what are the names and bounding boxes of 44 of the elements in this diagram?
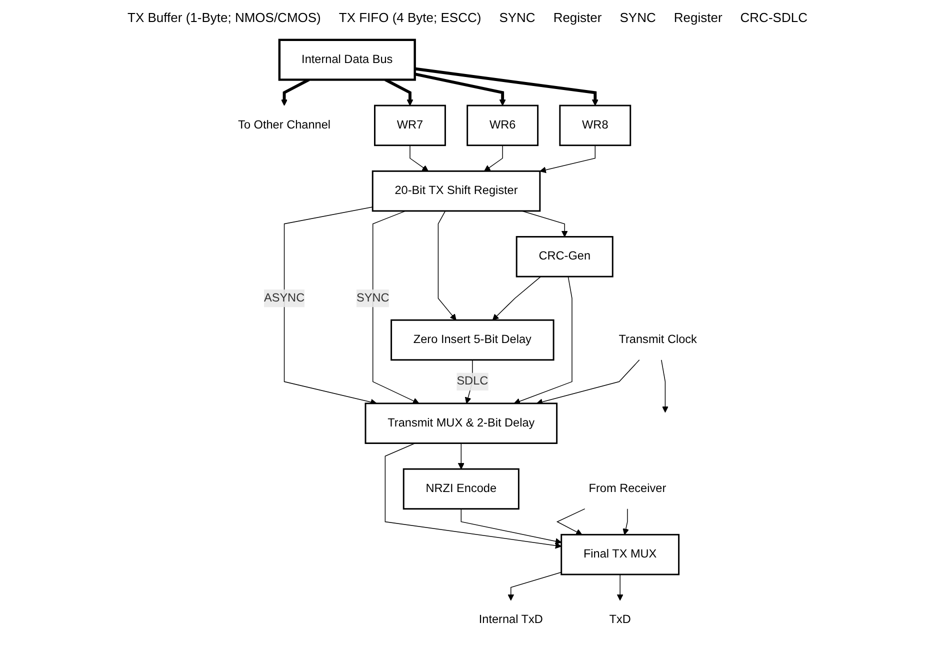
arrow — [616, 574, 624, 601]
note-label: SYNC — [620, 10, 656, 24]
arrow — [492, 276, 542, 320]
block-diagram: Internal Data Bus To Other Channel WR7 WR6 WR8 20-Bit TX Shift Register CRC-Gen ASYNC SYNC Zero Insert 5-Bit Delay Transmit Clock SDLC Transmit MUX & 2-Bit Delay NRZI Encode From Receiver Final TX MUX Internal TxD TxD — [0, 34, 935, 646]
edge-label: SDLC — [456, 375, 488, 388]
arrow — [414, 67, 598, 106]
note-label: Register — [674, 10, 722, 24]
arrow — [514, 276, 572, 404]
node-box — [466, 104, 539, 146]
arrow — [414, 72, 506, 106]
node-text: Internal TxD — [478, 614, 543, 626]
edge-label: SYNC — [356, 292, 390, 304]
node-box — [516, 236, 614, 278]
arrow — [460, 508, 562, 544]
node-box — [278, 38, 416, 81]
node-box — [390, 319, 554, 361]
node-box — [364, 402, 558, 444]
arrow — [508, 572, 562, 601]
arrow — [484, 144, 503, 172]
arrow — [372, 210, 420, 404]
arrow — [661, 360, 668, 413]
node-box — [559, 104, 632, 146]
note-label: SYNC — [499, 10, 536, 24]
node-box — [402, 468, 520, 510]
node-text: Transmit Clock — [618, 333, 697, 346]
arrow — [384, 442, 562, 549]
node-text: TxD — [609, 614, 631, 626]
note-label: CRC-SDLC — [740, 10, 808, 24]
arrow — [438, 210, 456, 320]
arrow — [540, 144, 596, 174]
note-label: Register — [553, 10, 602, 24]
arrow — [410, 144, 428, 172]
edge-label: ASYNC — [264, 292, 305, 304]
node-text: From Receiver — [588, 482, 666, 495]
arrow — [458, 442, 464, 470]
arrow — [522, 210, 568, 238]
node-box — [560, 534, 680, 576]
note-label: TX Buffer (1-Byte; NMOS/CMOS) — [128, 10, 321, 24]
arrow — [622, 508, 630, 535]
node-box — [372, 170, 541, 212]
node-text: To Other Channel — [238, 118, 331, 132]
note-label: TX FIFO (4 Byte; ESCC) — [338, 10, 482, 24]
node-box — [374, 104, 446, 146]
arrow — [556, 508, 586, 535]
